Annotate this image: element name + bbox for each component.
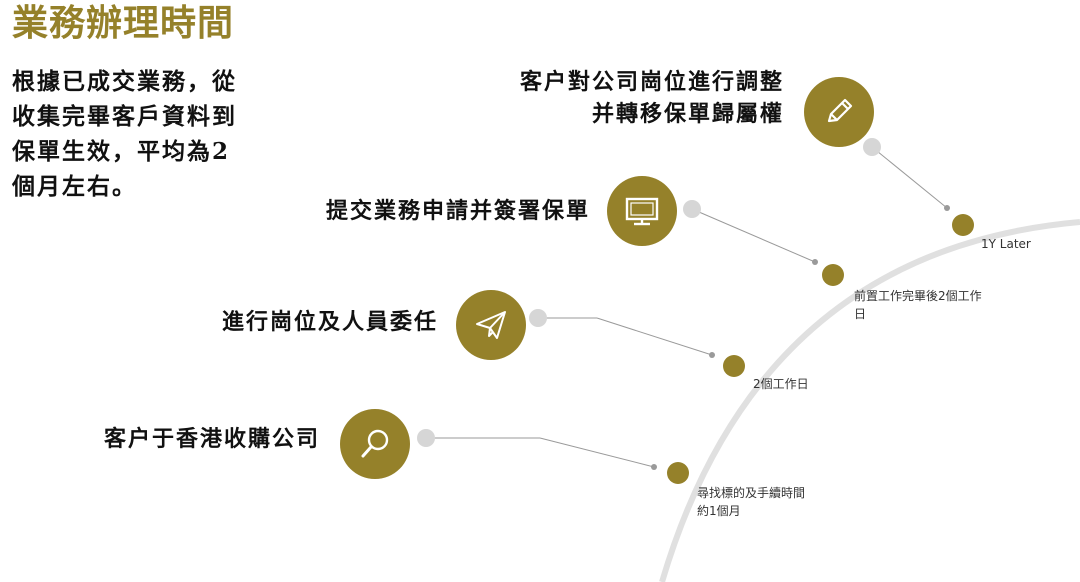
step-dot-3: [529, 309, 547, 327]
pencil-icon: [827, 98, 853, 123]
step-circle-4: [340, 409, 410, 479]
timeline-marker-1: [952, 214, 974, 236]
step-dot-2: [683, 200, 701, 218]
description-text: 根據已成交業務，從收集完畢客戶資料到保單生效，平均為2個月左右。: [12, 68, 237, 200]
step-label-3: 進行崗位及人員委任: [221, 310, 438, 335]
paper-plane-icon: [476, 311, 506, 339]
step-circle-2: [607, 176, 677, 246]
step-label-1-line2: 并轉移保單歸屬權: [591, 102, 784, 127]
timeline-arc: [659, 219, 1080, 582]
timeline-marker-2: [822, 264, 844, 286]
connector-line-2: [691, 208, 816, 263]
timeline-marker-4: [667, 462, 689, 484]
connector-line-4b: [539, 437, 655, 468]
timeline-label-4: 尋找標的及手續時間 約1個月: [697, 484, 805, 520]
step-circle-3: [456, 290, 526, 360]
step-label-2: 提交業務申請并簽署保單: [325, 199, 590, 224]
timeline-label-4-line1: 尋找標的及手續時間: [697, 486, 806, 500]
connector-line-1: [871, 146, 948, 209]
timeline-label-2: 前置工作完畢後2個工作 日: [854, 287, 982, 323]
page-title: 業務辦理時間: [12, 3, 235, 44]
timeline-label-3: 2個工作日: [753, 377, 809, 391]
step-circle-1: [804, 77, 874, 147]
timeline-label-2-line2: 日: [854, 307, 867, 321]
timeline-label-1: 1Y Later: [981, 237, 1031, 251]
connector-end-3: [709, 352, 715, 358]
connector-end-2: [812, 259, 818, 265]
magnifier-icon: [361, 429, 389, 458]
connector-end-1: [944, 205, 950, 211]
step-label-1-line1: 客户對公司崗位進行調整: [519, 70, 784, 95]
timeline-label-2-line1: 前置工作完畢後2個工作: [854, 289, 982, 303]
step-label-1: 客户對公司崗位進行調整 并轉移保單歸屬權: [520, 67, 784, 131]
step-label-4: 客户于香港收購公司: [103, 427, 320, 452]
timeline-label-4-line2: 約1個月: [697, 504, 741, 518]
step-dot-1: [863, 138, 881, 156]
step-dot-4: [417, 429, 435, 447]
connector-end-4: [651, 464, 657, 470]
timeline-marker-3: [723, 355, 745, 377]
connector-line-3b: [596, 317, 713, 356]
monitor-icon: [625, 197, 659, 226]
